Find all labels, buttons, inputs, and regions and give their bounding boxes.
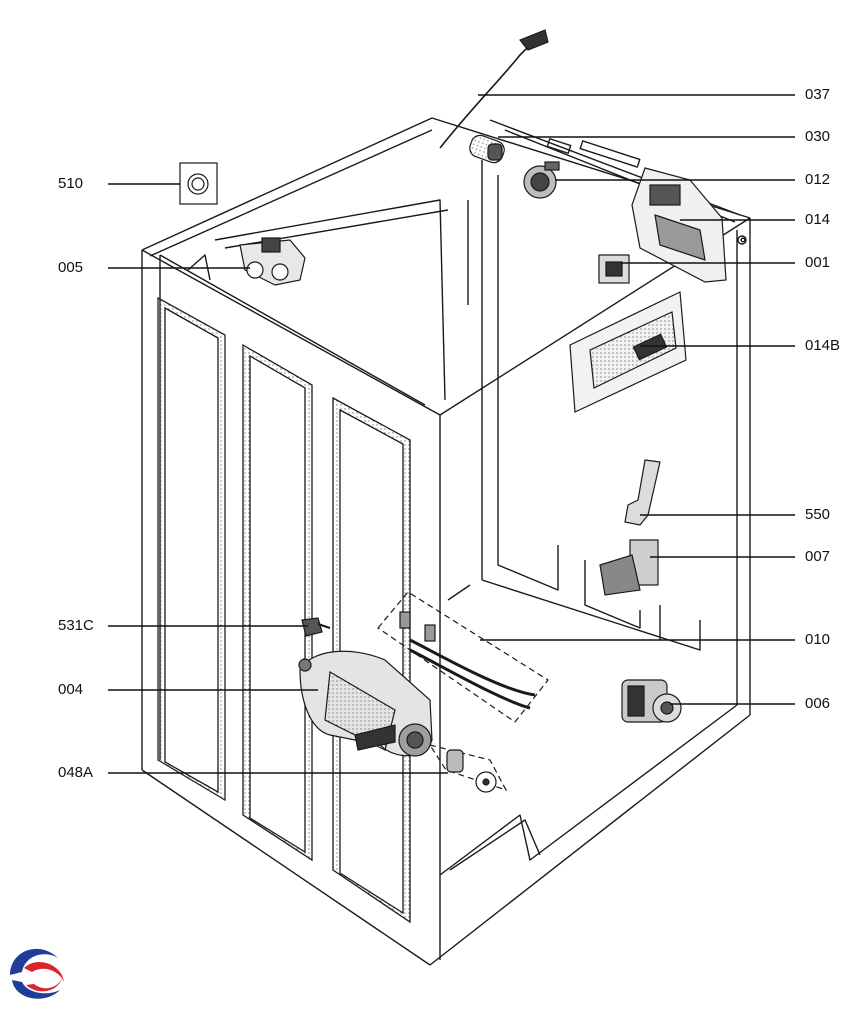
label-007: 007 xyxy=(805,548,831,565)
brand-swirl-icon xyxy=(5,947,65,1007)
label-010: 010 xyxy=(805,631,831,648)
door-lock-icon xyxy=(599,539,659,596)
control-bracket-icon xyxy=(631,167,727,283)
front-panels xyxy=(157,296,411,924)
label-005: 005 xyxy=(58,259,84,276)
label-014b: 014B xyxy=(805,337,841,354)
pump-icon xyxy=(621,679,682,723)
label-004: 004 xyxy=(58,681,84,698)
bushing-icon xyxy=(179,162,218,205)
switch-icon xyxy=(598,254,630,284)
label-037: 037 xyxy=(805,86,831,103)
carbon-brush-icon xyxy=(428,744,508,793)
label-030: 030 xyxy=(805,128,831,145)
screw-icon xyxy=(301,617,331,637)
parts xyxy=(179,29,727,793)
pressure-switch-icon xyxy=(523,161,560,199)
label-550: 550 xyxy=(805,506,831,523)
label-014: 014 xyxy=(805,211,831,228)
label-510: 510 xyxy=(58,175,84,192)
label-001: 001 xyxy=(805,254,831,271)
motor-icon xyxy=(298,650,433,757)
heater-icon xyxy=(377,591,549,723)
label-012: 012 xyxy=(805,171,831,188)
door-lever-icon xyxy=(624,459,661,526)
control-board-icon xyxy=(569,291,687,413)
label-048a: 048A xyxy=(58,764,94,781)
label-531c: 531C xyxy=(58,617,94,634)
valve-icon xyxy=(239,237,306,286)
filter-icon xyxy=(469,134,505,164)
leader-lines xyxy=(108,94,795,774)
label-006: 006 xyxy=(805,695,831,712)
power-cord-icon xyxy=(439,37,541,149)
